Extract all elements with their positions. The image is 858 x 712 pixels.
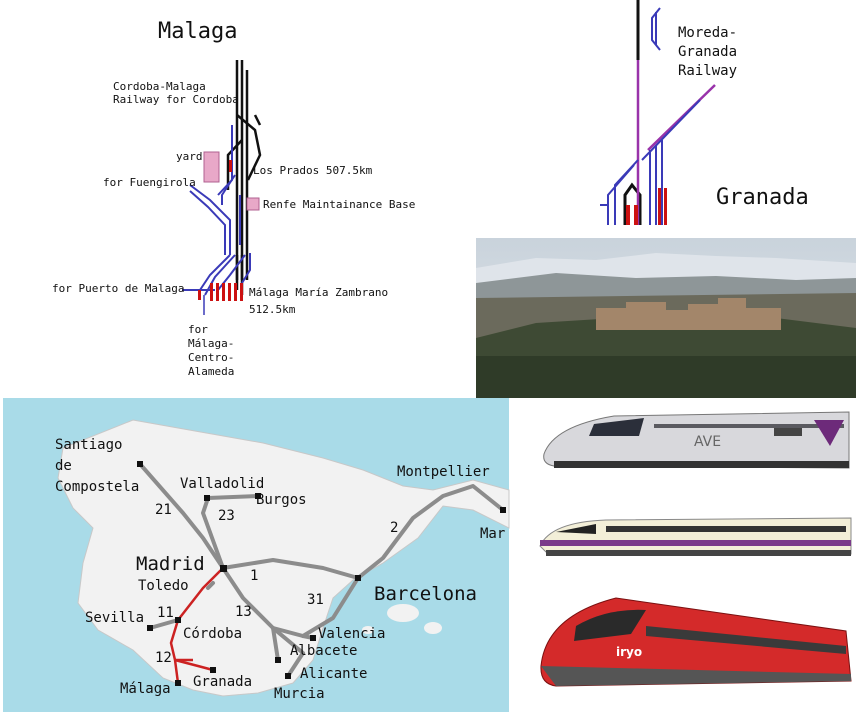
malaga-track-diagram [182,60,262,315]
granada-railway-label-2: Granada [678,44,738,60]
city-montpellier: Montpellier [397,464,490,480]
spain-map-graphic [3,398,510,712]
line-number-31: 31 [307,592,324,608]
label-centro-4: Alameda [188,365,235,378]
iryo-train-image: iryo [540,597,852,687]
label-centro-3: Centro- [188,351,235,364]
city-santiago-1: Santiago [55,437,123,453]
line-number-12: 12 [155,650,172,666]
city-valladolid: Valladolid [180,476,265,492]
label-puerto: for Puerto de Malaga [52,282,185,295]
alhambra-photo [476,238,856,398]
city-cordoba: Córdoba [183,626,243,642]
iryo-logo-text: iryo [616,645,642,659]
city-madrid: Madrid [136,553,205,575]
line-number-2: 2 [390,520,399,536]
label-yard: yard [176,150,203,163]
city-malaga: Málaga [120,681,171,697]
label-fuengirola: for Fuengirola [103,176,196,189]
label-renfe-base: Renfe Maintainance Base [263,198,416,211]
label-cordoba-line-1: Cordoba-Malaga [113,80,206,93]
malaga-title: Malaga [158,19,238,44]
label-cordoba-line-2: Railway for Cordoba [113,93,239,106]
land-mass [57,419,510,697]
granada-railway-label-3: Railway [678,63,738,79]
line-number-21: 21 [155,502,172,518]
city-barcelona: Barcelona [374,583,477,605]
city-murcia: Murcia [274,686,325,702]
line-number-13: 13 [235,604,252,620]
granada-track-diagram [600,0,716,225]
label-zambrano-2: 512.5km [249,303,296,316]
line-number-1: 1 [250,568,259,584]
label-centro-2: Málaga- [188,337,235,350]
city-burgos: Burgos [256,492,307,508]
line-number-23: 23 [218,508,235,524]
city-valencia: Valencia [318,626,386,642]
granada-railway-label-1: Moreda- [678,25,738,41]
label-los-prados: Los Prados 507.5km [253,164,373,177]
city-sevilla: Sevilla [85,610,145,626]
city-granada: Granada [193,674,253,690]
city-albacete: Albacete [290,643,358,659]
city-santiago-2: de [55,458,72,474]
city-mar: Mar [480,526,506,542]
ave-train-image: AVE [543,411,850,469]
city-alicante: Alicante [300,666,368,682]
alvia-train-image [539,517,852,556]
label-zambrano-1: Málaga María Zambrano [249,286,389,299]
line-number-11: 11 [157,605,174,621]
city-santiago-3: Compostela [55,479,140,495]
granada-title: Granada [716,185,809,210]
label-centro-1: for [188,323,208,336]
ave-logo-text: AVE [694,434,721,450]
city-toledo: Toledo [138,578,189,594]
